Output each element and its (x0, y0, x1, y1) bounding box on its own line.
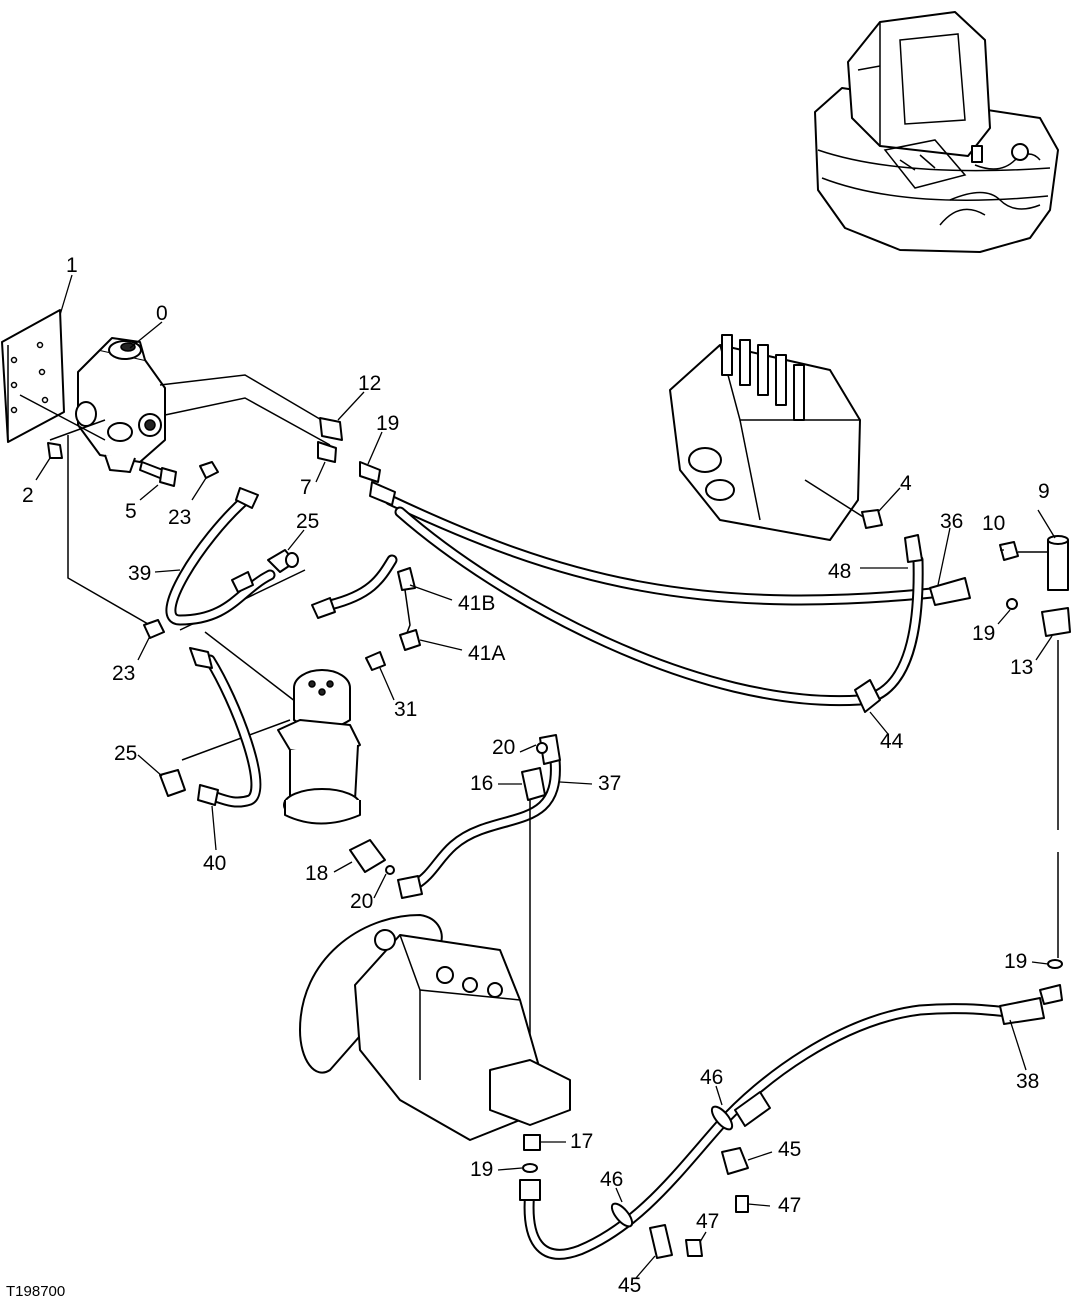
callout-17: 17 (570, 1130, 593, 1153)
callout-39: 39 (128, 562, 151, 585)
leader-lines (35, 274, 1056, 1279)
bolt-10 (999, 541, 1019, 561)
swivel-joint (277, 669, 361, 825)
hose-pair-to-control-valve (384, 494, 966, 707)
control-valve (669, 334, 869, 541)
figure-id: T198700 (6, 1283, 65, 1300)
hose-37 (397, 734, 561, 899)
machine-locator-illustration (814, 11, 1059, 253)
fitting-4 (861, 509, 883, 529)
callout-25-lower: 25 (114, 742, 137, 765)
callout-5: 5 (125, 500, 137, 523)
fitting-7 (317, 441, 337, 463)
callout-40: 40 (203, 852, 226, 875)
callout-44: 44 (880, 730, 904, 753)
callout-1: 1 (66, 254, 78, 277)
solenoid-valve (75, 337, 166, 473)
guide-line (204, 631, 301, 706)
fitting-19-upper (359, 461, 396, 506)
callout-19-upper: 19 (376, 412, 399, 435)
guide-line (164, 397, 331, 446)
o-ring-19-lower (1047, 959, 1063, 969)
callout-20-lower: 20 (350, 890, 373, 913)
clamp-46-upper (710, 1105, 734, 1131)
hose-40 (189, 647, 262, 808)
callout-31: 31 (394, 698, 417, 721)
clamp-45-upper (721, 1147, 749, 1175)
o-ring-20-lower (385, 865, 395, 875)
fitting-48 (904, 534, 923, 563)
callout-18: 18 (305, 862, 328, 885)
sensor-9 (1047, 535, 1069, 591)
callout-20-upper: 20 (492, 736, 515, 759)
callout-19-right: 19 (972, 622, 995, 645)
elbow-fitting-25-upper (267, 549, 299, 573)
bolt-47-lower (685, 1239, 703, 1257)
callout-10: 10 (982, 512, 1005, 535)
callout-41a: 41A (468, 642, 505, 665)
fitting-17 (523, 1134, 541, 1151)
o-ring-20-upper (536, 742, 548, 754)
callout-23-lower: 23 (112, 662, 135, 685)
clamp-46-lower (610, 1202, 634, 1228)
callout-41b: 41B (458, 592, 495, 615)
clamp-44 (854, 679, 881, 713)
fitting-23-lower (143, 619, 165, 639)
hose-41b (311, 554, 416, 619)
callout-0: 0 (156, 302, 168, 325)
guide-line (159, 374, 331, 426)
fitting-23-upper (199, 461, 219, 479)
callout-19-lower: 19 (1004, 950, 1027, 973)
hydraulic-pump (299, 914, 571, 1141)
callout-37: 37 (598, 772, 621, 795)
bolt-47-upper (735, 1195, 749, 1213)
callout-23-upper: 23 (168, 506, 191, 529)
guide-line (19, 394, 106, 441)
elbow-fitting-18 (349, 839, 386, 873)
callout-47-upper: 47 (778, 1194, 801, 1217)
fitting-36 (929, 577, 971, 606)
tee-fitting-13 (1041, 607, 1071, 637)
callout-labels: 1 0 2 5 23 12 19 7 25 39 23 25 40 41B 41… (6, 254, 1050, 1300)
callout-12: 12 (358, 372, 381, 395)
mounting-bracket (1, 309, 65, 443)
bolt-2 (47, 442, 63, 459)
callout-19-pump: 19 (470, 1158, 493, 1181)
callout-46-lower: 46 (600, 1168, 623, 1191)
callout-25-upper: 25 (296, 510, 319, 533)
callout-45-lower: 45 (618, 1274, 641, 1297)
guide-line (67, 435, 156, 629)
bolt-5 (139, 461, 177, 487)
callout-9: 9 (1038, 480, 1050, 503)
hose-41a (399, 589, 421, 651)
o-ring-19-pump (522, 1163, 538, 1173)
callout-45-upper: 45 (778, 1138, 801, 1161)
guide-line (181, 719, 291, 761)
callout-16: 16 (470, 772, 493, 795)
callout-13: 13 (1010, 656, 1033, 679)
callout-46-upper: 46 (700, 1066, 723, 1089)
callout-7: 7 (300, 476, 312, 499)
callout-4: 4 (900, 472, 912, 495)
clamp-45-lower (649, 1224, 673, 1259)
fitting-12 (319, 417, 343, 441)
guide-line (49, 419, 106, 441)
callout-2: 2 (22, 484, 34, 507)
elbow-fitting-25-lower (159, 769, 186, 797)
callout-47-lower: 47 (696, 1210, 719, 1233)
callout-36: 36 (940, 510, 963, 533)
hose-39 (165, 487, 276, 626)
fitting-31 (365, 651, 386, 671)
callout-38: 38 (1016, 1070, 1039, 1093)
o-ring-19-right (1006, 598, 1018, 610)
callout-48: 48 (828, 560, 851, 583)
